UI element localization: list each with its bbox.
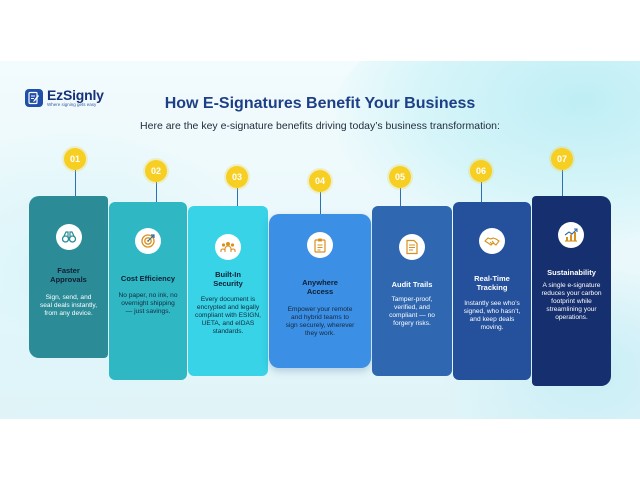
card-title: Real-Time Tracking	[474, 274, 510, 292]
brand-logo[interactable]: EzSignly Where signing gets easy	[25, 88, 104, 107]
brand-name: EzSignly	[47, 87, 104, 103]
connector-line	[156, 182, 157, 206]
card-title: Cost Efficiency	[120, 274, 176, 283]
step-number-badge: 06	[470, 160, 492, 182]
card-title: Sustainability	[547, 268, 596, 277]
benefit-card-built-in-security[interactable]: Built-In Security Every document is encr…	[188, 206, 268, 376]
card-text: Tamper-proof, verified, and compliant — …	[389, 296, 435, 327]
benefit-card-real-time-tracking[interactable]: Real-Time Tracking Instantly see who’s s…	[453, 202, 531, 380]
benefit-card-sustainability[interactable]: Sustainability A single e-signature redu…	[532, 196, 611, 386]
connector-line	[400, 188, 401, 210]
card-text: Empower your remote and hybrid teams to …	[285, 306, 355, 337]
card-text: Every document is encrypted and legally …	[195, 296, 261, 335]
icon-badge	[215, 234, 241, 260]
brand-tagline: Where signing gets easy	[47, 102, 97, 107]
card-title: Anywhere Access	[302, 278, 338, 296]
icon-badge	[56, 224, 82, 250]
icon-badge	[399, 234, 425, 260]
benefit-card-faster-approvals[interactable]: Faster Approvals Sign, send, and seal de…	[29, 196, 108, 358]
card-text: A single e-signature reduces your carbon…	[541, 282, 602, 321]
team-icon	[220, 242, 236, 252]
card-text: Instantly see who’s signed, who hasn’t, …	[463, 300, 521, 331]
connector-line	[237, 188, 238, 210]
growth-chart-icon	[564, 228, 578, 242]
connector-line	[75, 170, 76, 200]
icon-badge	[558, 222, 584, 248]
icon-badge	[479, 228, 505, 254]
icon-badge	[307, 232, 333, 258]
clipboard-icon	[314, 238, 326, 253]
connector-line	[562, 170, 563, 198]
target-icon	[141, 234, 155, 248]
connector-line	[320, 192, 321, 216]
step-number-badge: 07	[551, 148, 573, 170]
benefit-card-cost-efficiency[interactable]: Cost Efficiency No paper, no ink, no ove…	[109, 202, 187, 380]
card-title: Faster Approvals	[50, 266, 87, 284]
card-text: No paper, no ink, no overnight shipping …	[118, 292, 178, 315]
binoculars-icon	[61, 231, 77, 243]
card-title: Audit Trails	[391, 280, 433, 289]
step-number-badge: 02	[145, 160, 167, 182]
document-icon	[406, 239, 418, 255]
handshake-icon	[484, 237, 500, 246]
signature-doc-icon	[25, 88, 43, 107]
step-number-badge: 05	[389, 166, 411, 188]
card-title: Built-In Security	[213, 270, 243, 288]
page-subtitle: Here are the key e-signature benefits dr…	[140, 120, 500, 132]
page-title: How E-Signatures Benefit Your Business	[164, 95, 476, 112]
benefit-card-audit-trails[interactable]: Audit Trails Tamper-proof, verified, and…	[372, 206, 452, 376]
icon-badge	[135, 228, 161, 254]
benefit-card-anywhere-access[interactable]: Anywhere Access Empower your remote and …	[269, 214, 371, 368]
connector-line	[481, 182, 482, 206]
card-text: Sign, send, and seal deals instantly, fr…	[39, 294, 98, 317]
step-number-badge: 04	[309, 170, 331, 192]
step-number-badge: 01	[64, 148, 86, 170]
step-number-badge: 03	[226, 166, 248, 188]
